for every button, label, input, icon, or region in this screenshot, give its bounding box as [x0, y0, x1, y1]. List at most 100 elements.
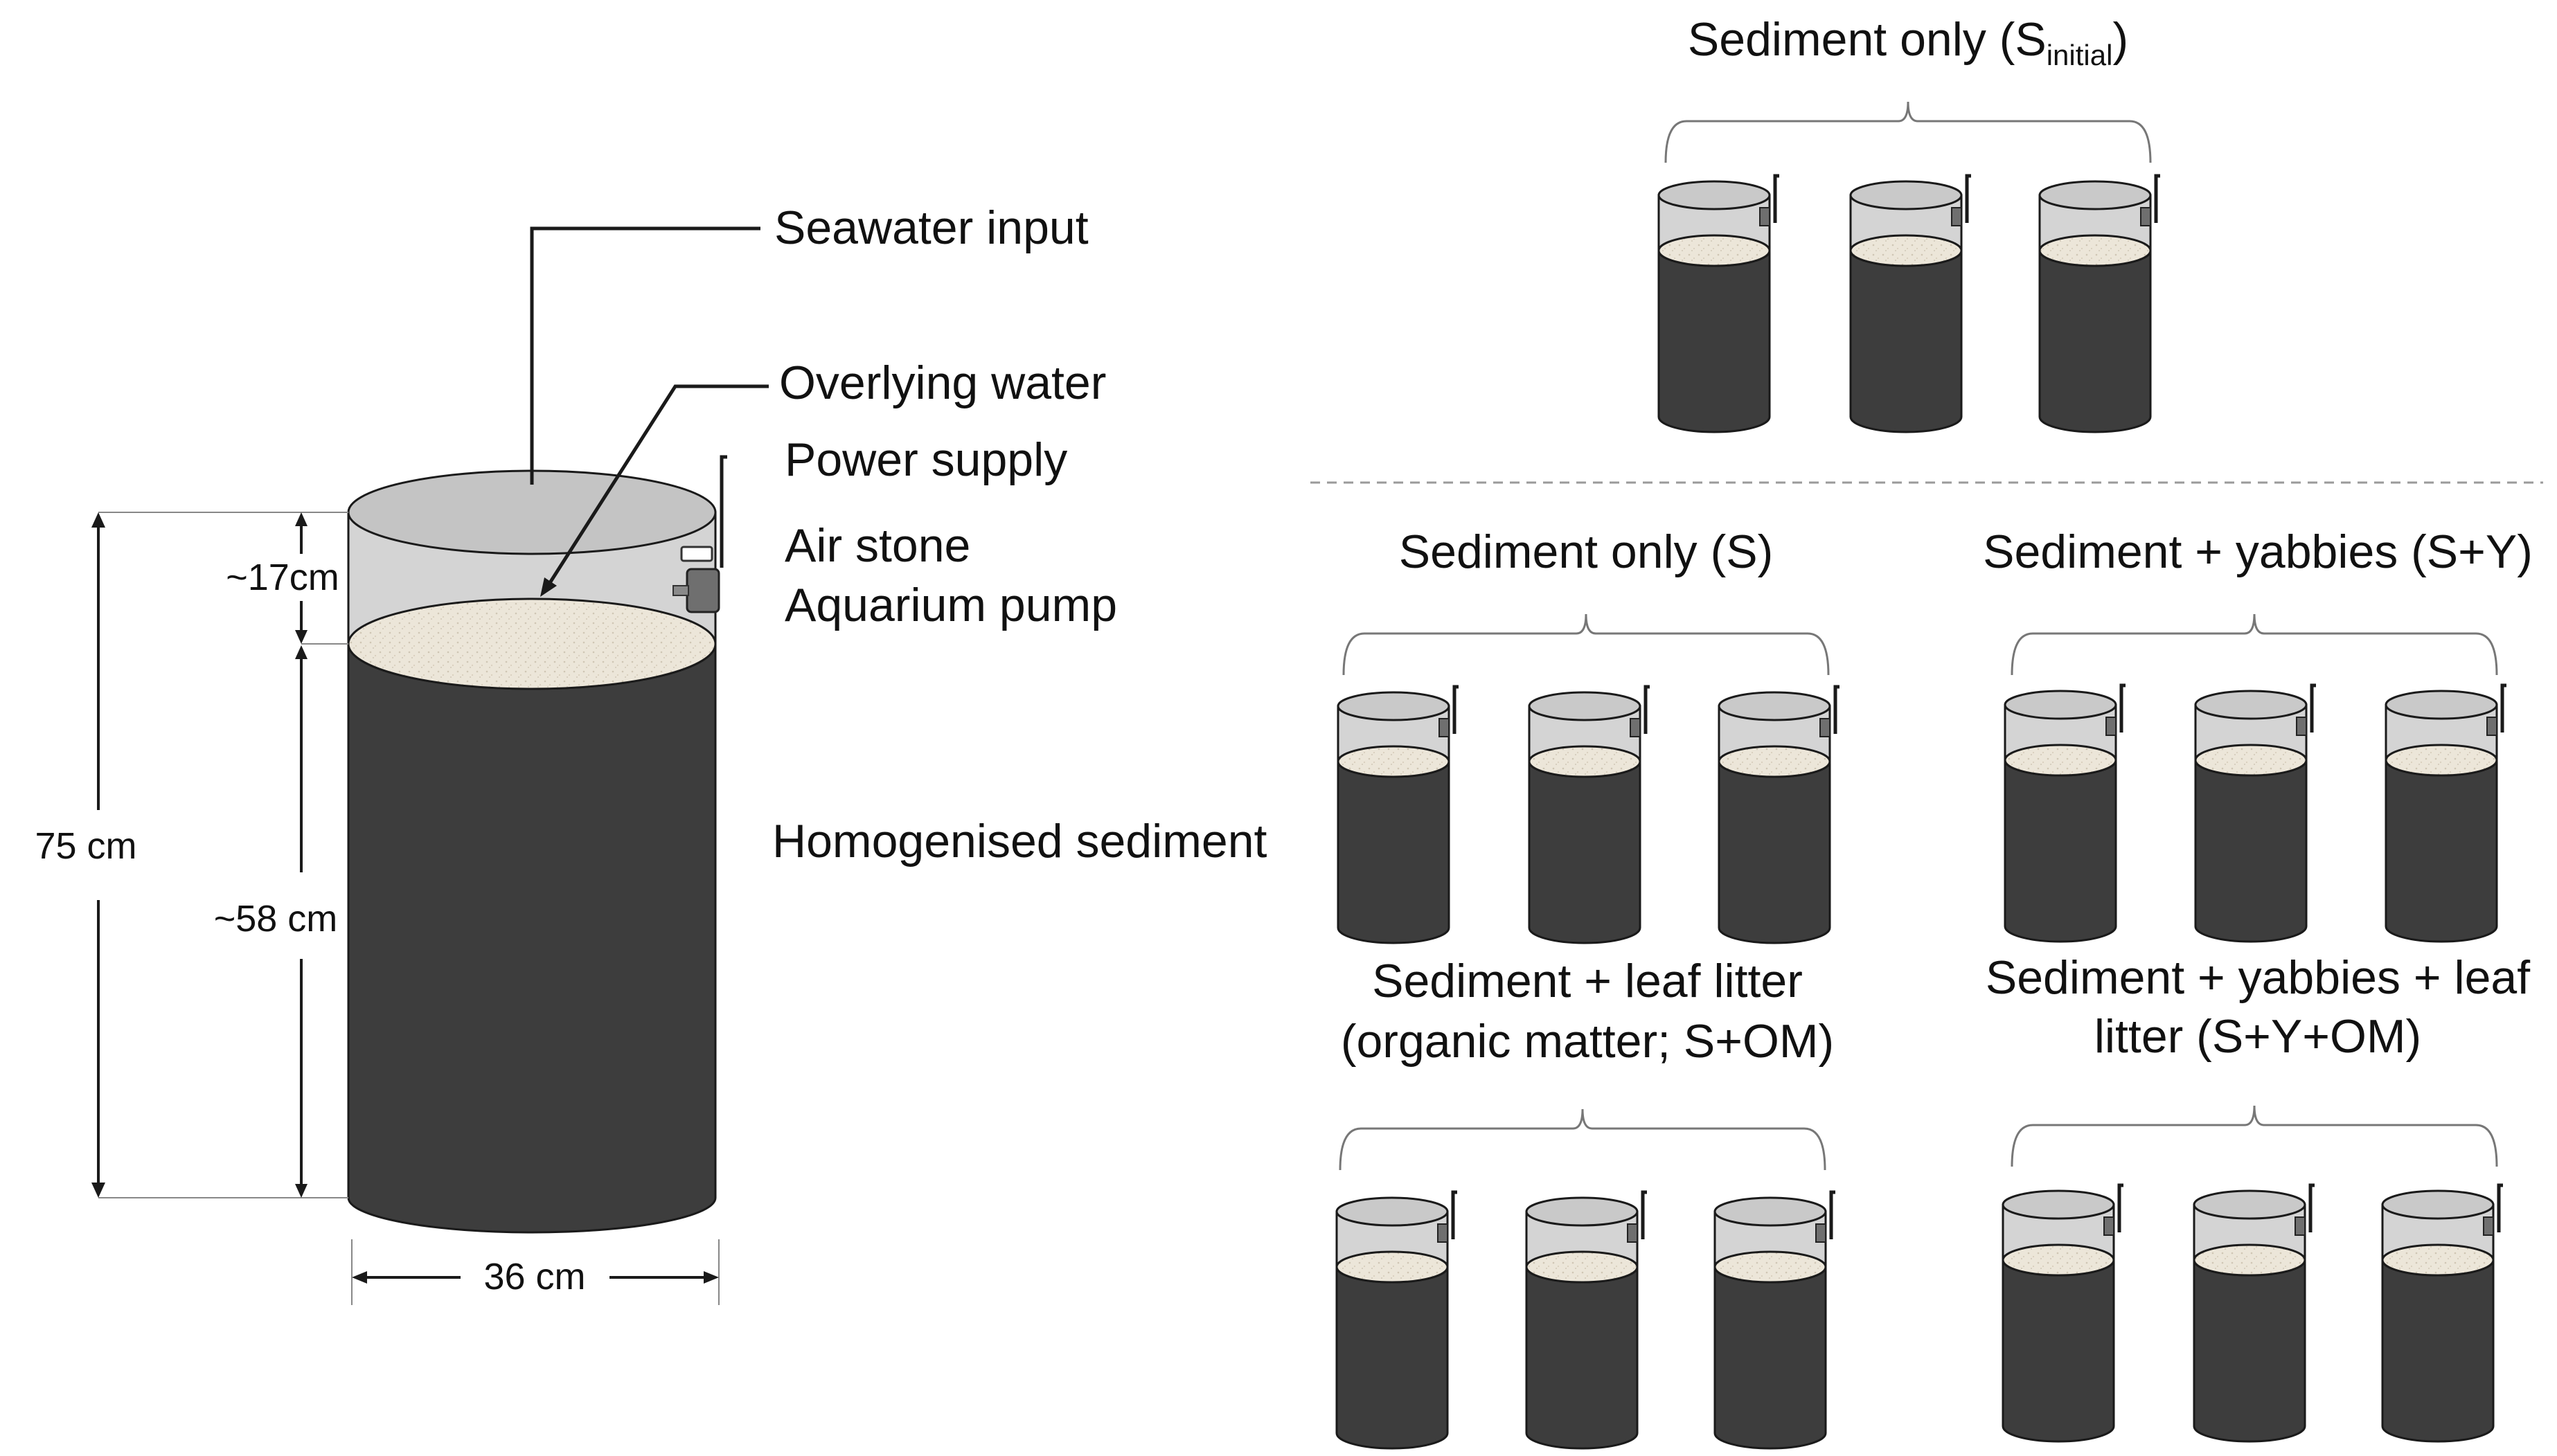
tank-sediment-surface	[2002, 1243, 2115, 1277]
tank-sediment	[2381, 1259, 2495, 1443]
som-replicate-tank	[1335, 1190, 1457, 1450]
tank-sediment-surface	[2193, 1243, 2306, 1277]
tank-sediment-surface	[2385, 744, 2498, 777]
sy-replicate-tank	[2385, 683, 2506, 943]
tank-water-surface	[1849, 180, 1963, 210]
tank-water-surface	[1713, 1196, 1827, 1227]
aquarium-pump-label: Aquarium pump	[785, 579, 1117, 631]
tank-sediment	[1657, 249, 1771, 433]
som-bracket	[1339, 1108, 1826, 1171]
tank-power-cable	[1643, 685, 1650, 734]
sediment-body	[347, 642, 717, 1234]
tank-power-cable	[2117, 1183, 2123, 1232]
tank-sediment	[1713, 1266, 1827, 1450]
tank-water-surface	[2004, 690, 2117, 720]
treatment-groups	[1335, 101, 2506, 1450]
s-bracket	[1342, 613, 1830, 676]
homogenised-sediment-label: Homogenised sediment	[772, 815, 1267, 868]
syom-bracket	[2011, 1105, 2498, 1167]
s-treatment-title: Sediment only (S)	[1399, 525, 1773, 578]
power-supply-label: Power supply	[785, 433, 1067, 486]
tank-sediment	[1718, 760, 1831, 944]
tank-power-cable	[1833, 685, 1839, 734]
tank-pump-icon	[1627, 1223, 1638, 1243]
tank-power-cable	[2500, 683, 2506, 733]
tank-sediment-surface	[1337, 745, 1450, 778]
tank-pump-icon	[1437, 1223, 1448, 1243]
treatment-titles: Sediment only (Sinitial) Sediment only (…	[1341, 13, 2533, 1068]
tank-power-cable	[1641, 1190, 1647, 1239]
aquarium-pump-icon	[686, 568, 720, 613]
initial-bracket	[1664, 101, 2152, 163]
tank-power-cable	[2119, 683, 2126, 733]
water-height-label: ~17cm	[226, 557, 339, 598]
tank-sediment	[2193, 1259, 2306, 1443]
som-replicate-tank	[1525, 1190, 1647, 1450]
seawater-input-leader	[530, 226, 760, 485]
tank-water-surface	[1335, 1196, 1449, 1227]
som-treatment-title-line2: (organic matter; S+OM)	[1341, 1015, 1834, 1068]
initial-replicate-tank	[2038, 174, 2160, 433]
tank-power-cable	[1451, 1190, 1457, 1239]
tank-sediment-surface	[2381, 1243, 2495, 1277]
tank-sediment-surface	[2194, 744, 2308, 777]
tank-sediment	[2194, 759, 2308, 943]
tank-pump-icon	[1630, 718, 1641, 737]
sediment-height-label: ~58 cm	[214, 898, 338, 940]
syom-treatment-title-line1: Sediment + yabbies + leaf	[1986, 951, 2530, 1004]
tank-sediment	[1528, 760, 1641, 944]
water-height-dimension: ~17cm	[226, 512, 348, 645]
tank-sediment-surface	[1525, 1250, 1639, 1284]
tank-sediment-surface	[1713, 1250, 1827, 1284]
tank-sediment	[1337, 760, 1450, 944]
initial-treatment-title: Sediment only (Sinitial)	[1688, 13, 2128, 71]
tank-water-surface	[2194, 690, 2308, 720]
tank-water-surface	[2002, 1189, 2115, 1220]
tank-water-surface	[1718, 691, 1831, 721]
tank-power-cable	[2497, 1183, 2503, 1232]
tank-sediment	[1849, 249, 1963, 433]
tank-sediment	[1525, 1266, 1639, 1450]
overlying-water-label: Overlying water	[779, 357, 1106, 409]
tank-sediment-surface	[1528, 745, 1641, 778]
tank-power-cable	[1965, 174, 1971, 223]
tank-pump-icon	[2140, 207, 2151, 226]
tank-pump-icon	[2483, 1216, 2494, 1236]
sediment-height-dimension: ~58 cm	[214, 645, 338, 1198]
s-replicate-tank	[1337, 685, 1459, 944]
s-replicate-tank	[1718, 685, 1839, 944]
tank-water-surface	[2193, 1189, 2306, 1220]
initial-replicate-tank	[1849, 174, 1971, 433]
tank-water-surface	[1657, 180, 1771, 210]
tank-water-surface	[1525, 1196, 1639, 1227]
som-treatment-title-line1: Sediment + leaf litter	[1372, 955, 1803, 1007]
syom-replicate-tank	[2381, 1183, 2503, 1443]
tank-pump-icon	[2103, 1216, 2114, 1236]
tank-water-surface	[1337, 691, 1450, 721]
sy-replicate-tank	[2194, 683, 2316, 943]
air-stone-label: Air stone	[785, 519, 970, 572]
diameter-label: 36 cm	[483, 1256, 585, 1297]
tank-pump-icon	[2486, 717, 2497, 736]
seawater-input-label: Seawater input	[774, 201, 1089, 254]
syom-replicate-tank	[2193, 1183, 2315, 1443]
tank-water-surface	[1528, 691, 1641, 721]
sy-replicate-tank	[2004, 683, 2126, 943]
syom-treatment-title-line2: litter (S+Y+OM)	[2094, 1010, 2421, 1063]
main-mesocosm-diagram: Seawater input Overlying water Power sup…	[35, 201, 1267, 1305]
tank-pump-icon	[1951, 207, 1962, 226]
tank-power-cable	[2308, 1183, 2315, 1232]
overlying-water-leader	[545, 384, 769, 588]
overlying-water-arrowhead	[540, 577, 557, 597]
tank-power-cable	[1829, 1190, 1835, 1239]
tank-power-cable	[2310, 683, 2316, 733]
tank-sediment	[2004, 759, 2117, 943]
syom-replicate-tank	[2002, 1183, 2123, 1443]
tank-sediment	[2038, 249, 2152, 433]
tank-pump-icon	[1759, 207, 1770, 226]
total-height-dimension: 75 cm	[35, 512, 348, 1198]
tank-water-surface	[2385, 690, 2498, 720]
initial-replicate-tank	[1657, 174, 1779, 433]
